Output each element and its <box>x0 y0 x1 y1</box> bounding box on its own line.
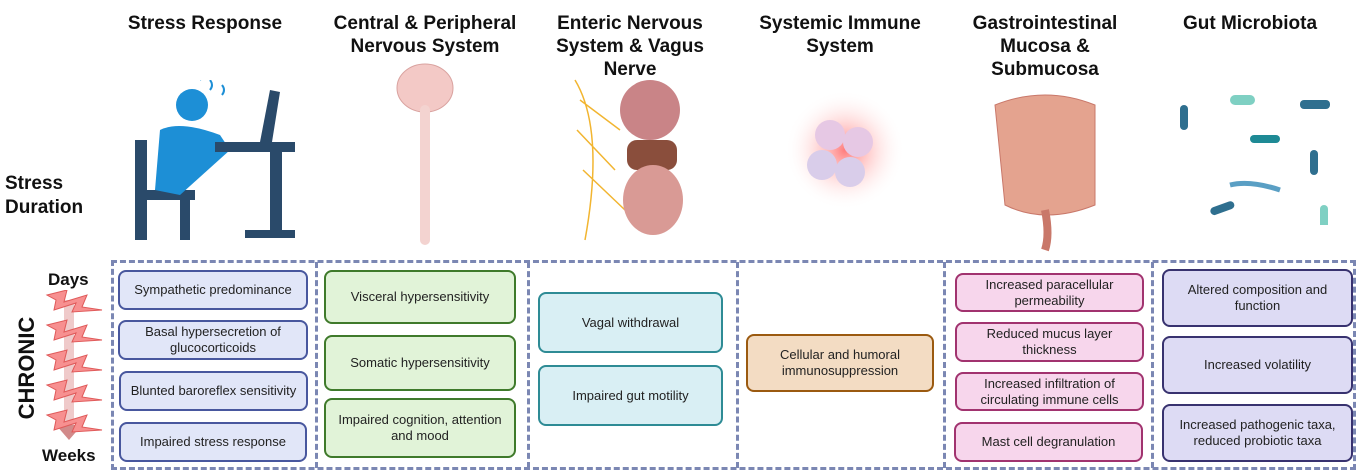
effect-box: Somatic hypersensitivity <box>324 335 516 391</box>
header-nervous-system: Central & Peripheral Nervous System <box>333 13 517 57</box>
effect-box: Impaired gut motility <box>538 365 723 426</box>
bacteria-illustration <box>1180 95 1330 225</box>
column-divider <box>315 262 318 468</box>
header-gi-mucosa: Gastrointestinal Mucosa & Submucosa <box>972 13 1118 80</box>
effect-box: Impaired cognition, attention and mood <box>324 398 516 458</box>
column-divider <box>943 262 946 468</box>
immune-cells-illustration <box>785 90 905 210</box>
chronic-label: CHRONIC <box>14 316 39 420</box>
header-stress-response: Stress Response <box>127 13 283 34</box>
organs-vagus-nerve-illustration <box>574 79 683 241</box>
effect-box: Blunted baroreflex sensitivity <box>119 371 308 411</box>
weeks-label: Weeks <box>42 446 96 465</box>
effect-box: Impaired stress response <box>119 422 307 462</box>
stressed-person-illustration <box>135 80 295 240</box>
effect-box: Reduced mucus layer thickness <box>955 322 1144 362</box>
header-microbiota: Gut Microbiota <box>1182 13 1318 34</box>
effect-box: Cellular and humoral immunosuppression <box>746 334 934 392</box>
effect-box: Mast cell degranulation <box>954 422 1143 462</box>
chronic-effects-panel <box>111 260 1356 470</box>
days-label: Days <box>48 270 89 289</box>
effect-box: Increased pathogenic taxa, reduced probi… <box>1162 404 1353 462</box>
brain-spinal-cord-illustration <box>396 63 454 245</box>
column-divider <box>736 262 739 468</box>
column-divider <box>1151 262 1154 468</box>
effect-box: Increased volatility <box>1162 336 1353 394</box>
effect-box: Vagal withdrawal <box>538 292 723 353</box>
header-immune: Systemic Immune System <box>759 13 921 57</box>
effect-box: Increased infiltration of circulating im… <box>955 372 1144 411</box>
effect-box: Sympathetic predominance <box>118 270 308 310</box>
column-divider <box>527 262 530 468</box>
stress-duration-label: Stress Duration <box>5 173 84 218</box>
effect-box: Increased paracellular permeability <box>955 273 1144 312</box>
intestines-illustration <box>994 94 1096 252</box>
header-enteric: Enteric Nervous System & Vagus Nerve <box>556 13 704 80</box>
effect-box: Altered composition and function <box>1162 269 1353 327</box>
duration-arrow-bolts <box>45 290 103 440</box>
effect-box: Basal hypersecretion of glucocorticoids <box>118 320 308 360</box>
effect-box: Visceral hypersensitivity <box>324 270 516 324</box>
